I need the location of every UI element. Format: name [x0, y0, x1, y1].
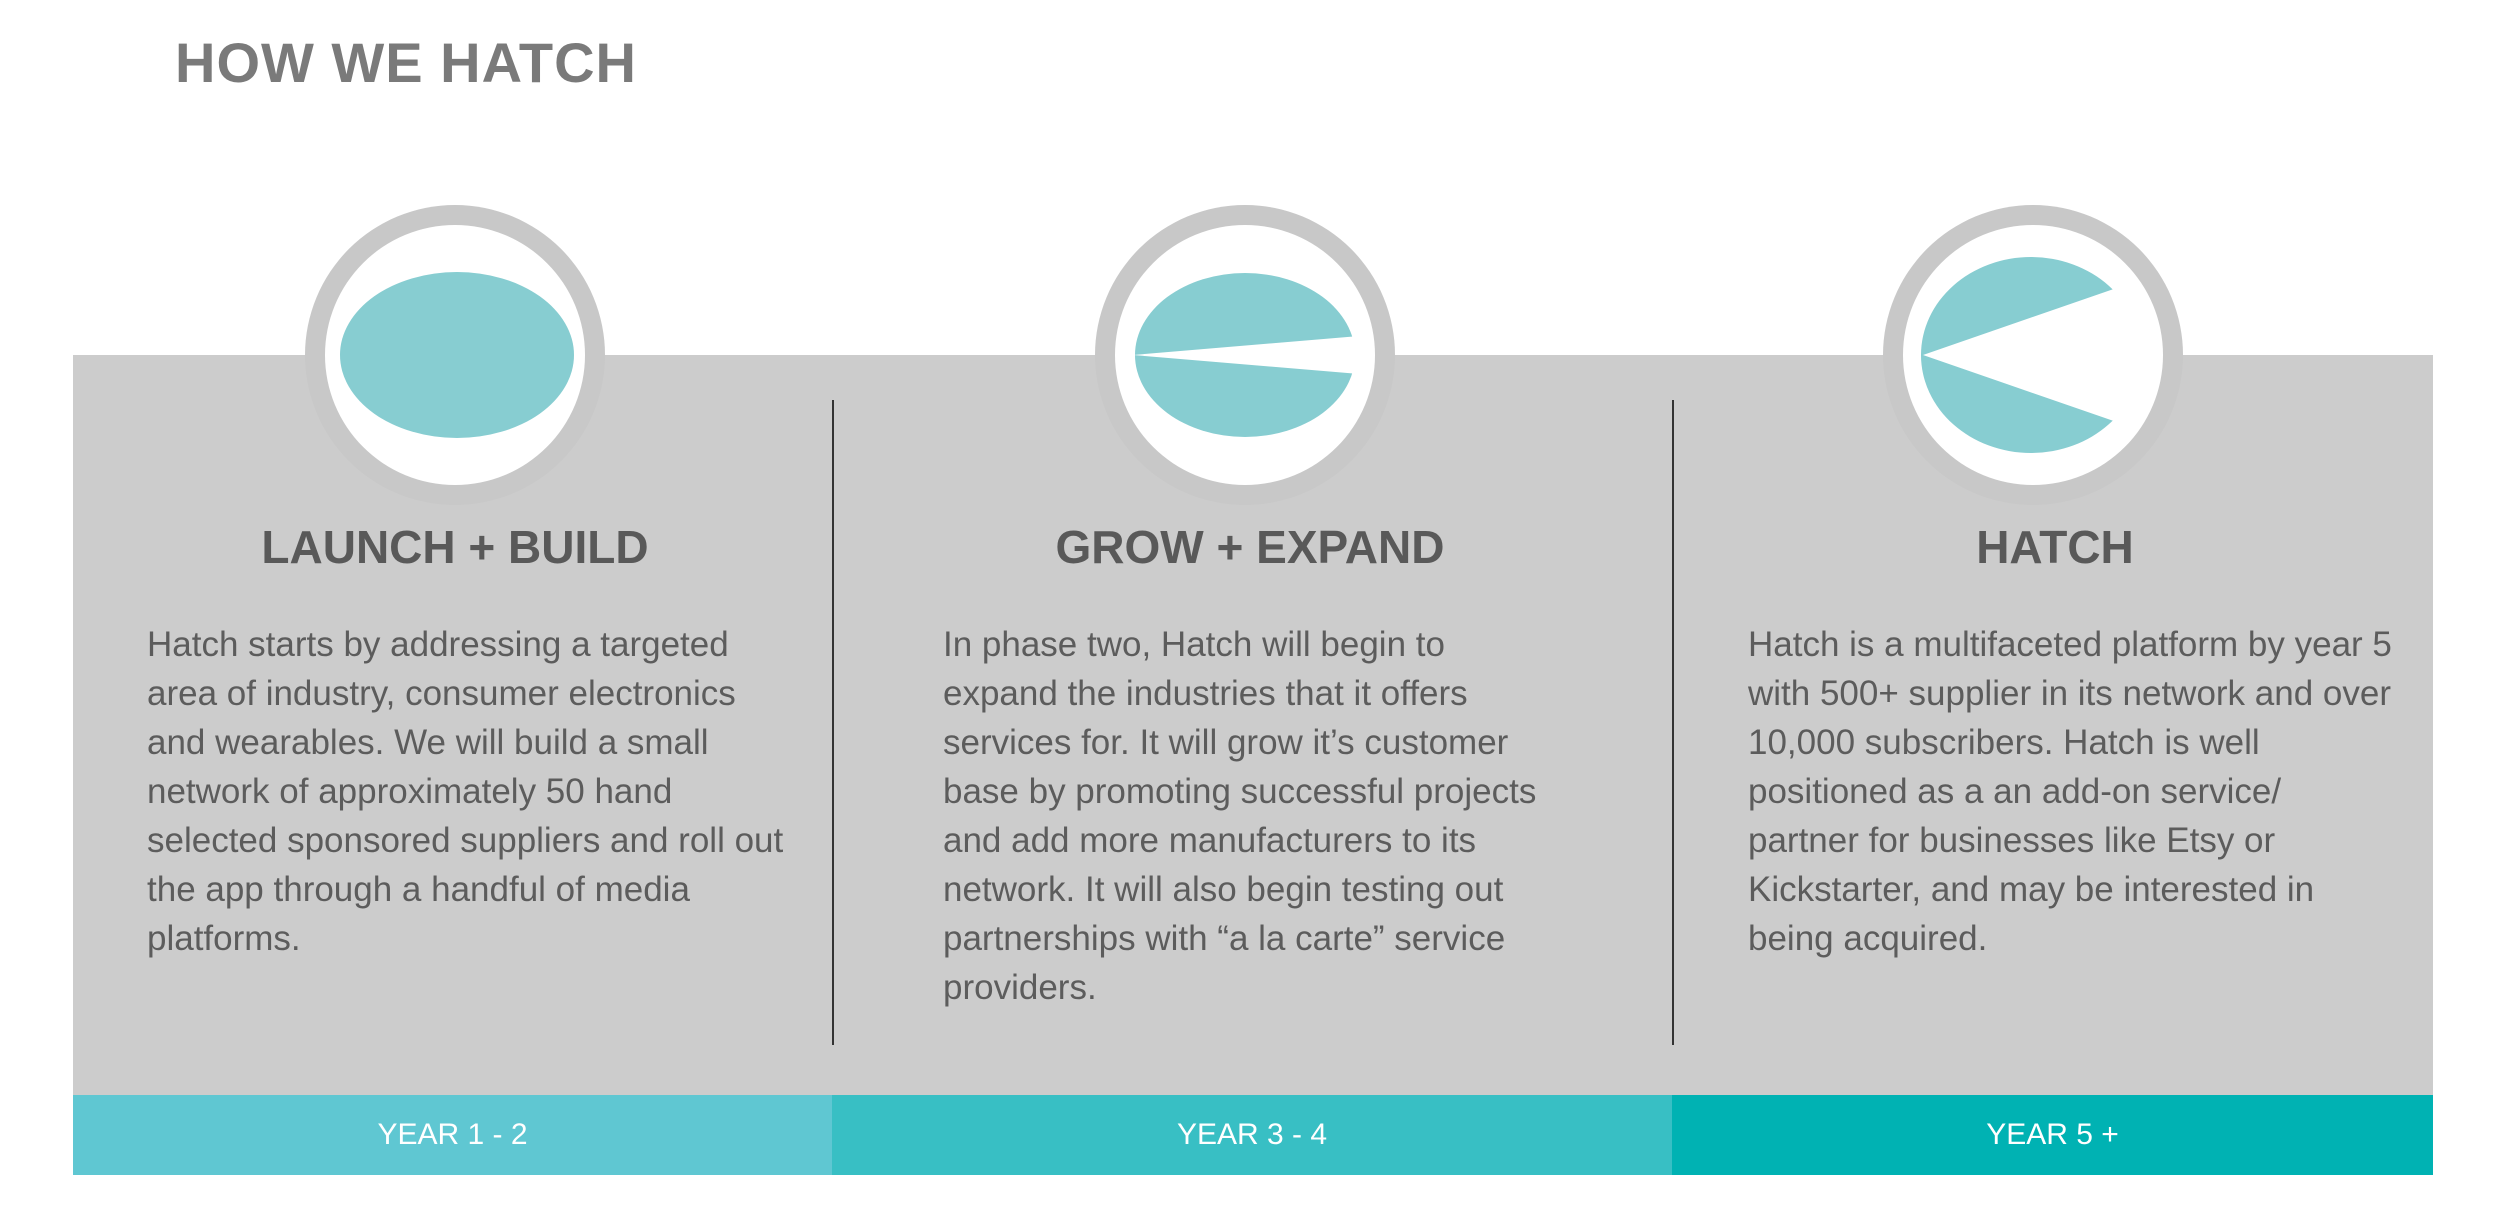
stage-title-launch-build: LAUNCH + BUILD — [261, 521, 649, 573]
stage-description-hatch: Hatch is a multifaceted platform by year… — [1748, 625, 2392, 958]
stage-description-grow-expand: In phase two, Hatch will begin to expand… — [943, 625, 1537, 1007]
stage-divider-2 — [1672, 400, 1674, 1045]
year-bar-1-2: YEAR 1 - 2 — [73, 1095, 832, 1175]
stage-description-launch-build: Hatch starts by addressing a targeted ar… — [147, 625, 784, 958]
year-bar-3-4: YEAR 3 - 4 — [832, 1095, 1672, 1175]
closed-egg-icon — [305, 205, 605, 505]
year-bar-5-plus: YEAR 5 + — [1672, 1095, 2433, 1175]
stage-title-hatch: HATCH — [1976, 521, 2134, 573]
hatched-egg-icon — [1883, 205, 2183, 505]
cracking-egg-icon — [1095, 205, 1395, 505]
stage-divider-1 — [832, 400, 834, 1045]
page-title: HOW WE HATCH — [175, 31, 637, 94]
stage-title-grow-expand: GROW + EXPAND — [1055, 521, 1445, 573]
